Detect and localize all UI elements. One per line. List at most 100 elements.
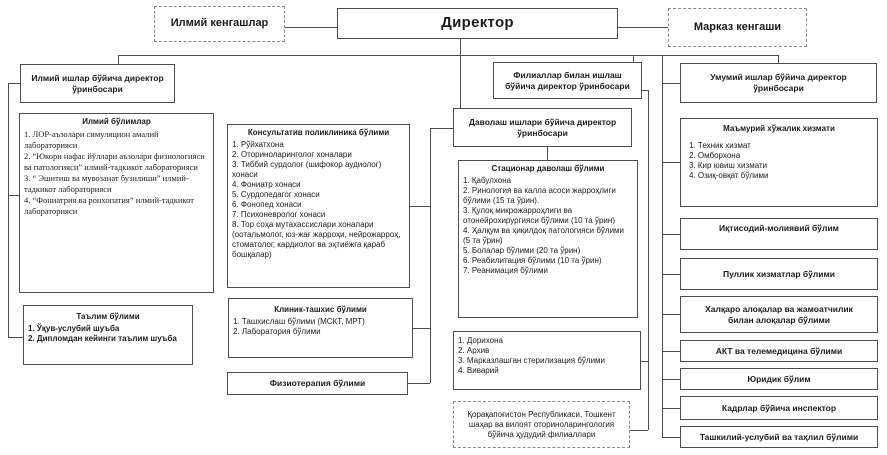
list-item: 1. Қабулхона — [463, 176, 512, 185]
box-hr-inspector: Кадрлар бўйича инспектор — [680, 396, 878, 420]
list-item: 2. Оториноларинголог хоналари — [232, 150, 352, 159]
hr-inspector-label: Кадрлар бўйича инспектор — [721, 402, 837, 413]
connector-council-right — [618, 27, 668, 28]
list-item: 1. Ташхислаш бўлими (МСКТ, МРТ) — [233, 317, 365, 326]
connector-midleft-spine-top — [430, 128, 453, 129]
list-item: 1. Техник хизмат — [689, 141, 751, 150]
connector-inpatient-drop — [547, 147, 548, 160]
list-item: 1. Ўқув-услубий шуъба — [28, 324, 120, 333]
list-item: 1. Дорихона — [458, 336, 503, 345]
connector-tick-organizational — [662, 437, 680, 438]
list-item: 4. Виварий — [458, 366, 499, 375]
box-physiotherapy: Физиотерапия бўлими — [227, 372, 408, 395]
box-scientific-councils: Илмий кенгашлар — [154, 6, 285, 42]
connector-director-down — [460, 39, 461, 108]
box-organizational: Ташкилий-услубий ва таҳлил бўлими — [680, 426, 878, 448]
box-director: Директор — [337, 8, 618, 39]
connector-tick-physio — [408, 383, 430, 384]
list-item: 6. Реабилитация бўлими (10 та ўрин) — [463, 256, 602, 265]
list-item: 7. Психоневролог хонаси — [232, 210, 326, 219]
box-branches-deputy: Филиаллар билан ишлаш бўйича директор ўр… — [493, 62, 642, 99]
list-item: 5. Болалар бўлими (20 та ўрин) — [463, 246, 581, 255]
connector-tick-support — [641, 361, 648, 362]
list-item: 1. ЛОР-аъзолари симуляцион амалий лабора… — [24, 129, 159, 151]
list-item: 7. Реанимация бўлими — [463, 266, 548, 275]
connector-tick-education — [8, 337, 23, 338]
box-regional-branches: Қорақапоғистон Республикаси, Тошкент шаҳ… — [453, 401, 630, 448]
list-item: 2. Дипломдан кейинги таълим шуъба — [28, 334, 177, 343]
treatment-deputy-label: Даволаш ишлари бўйича директор ўринбосар… — [468, 116, 617, 138]
box-support-units: 1. Дорихона 2. Архив 3. Марказлашган сте… — [453, 331, 641, 390]
list-item: 3. Кир ювиш хизмати — [689, 161, 768, 170]
box-left-deputy: Илмий ишлар бўйича директор ўринбосари — [20, 64, 175, 103]
branches-deputy-label: Филиаллар билан ишлаш бўйича директор ўр… — [505, 69, 630, 91]
box-ict: АКТ ва телемедицина бўлими — [680, 340, 878, 362]
list-item: 2. Архив — [458, 346, 490, 355]
connector-tick-regional — [630, 430, 648, 431]
connector-tick-economics — [662, 234, 680, 235]
consultative-title: Консультатив поликлиника бўлими — [247, 128, 390, 137]
scientific-councils-label: Илмий кенгашлар — [170, 17, 269, 30]
regional-branches-label: Қорақапоғистон Республикаси, Тошкент шаҳ… — [467, 409, 616, 439]
education-title: Таълим бўлими — [76, 312, 140, 321]
list-item: 8. Тор соҳа мутахассислари хоналари (оот… — [232, 220, 401, 259]
international-label: Халқаро алоқалар ва жамоатчилик билан ал… — [705, 303, 853, 325]
connector-tick-paid — [662, 274, 680, 275]
connector-drop-right-deputy — [778, 55, 779, 63]
connector-drop-left-deputy — [118, 55, 119, 64]
list-item: 5. Сурдопедагог хонаси — [232, 190, 320, 199]
connector-midleft-spine — [430, 128, 431, 383]
list-item: 2. Ринология ва калла асоси жарроҳлиги б… — [463, 186, 616, 205]
connector-drop-branches-deputy — [633, 55, 634, 62]
left-deputy-label: Илмий ишлар бўйича директор ўринбосари — [31, 72, 164, 94]
list-item: 4. Фониатр хонаси — [232, 180, 301, 189]
list-item: 2. Омборхона — [689, 151, 741, 160]
connector-council-left — [285, 27, 337, 28]
connector-tick-international — [662, 314, 680, 315]
box-scientific-departments: Илмий бўлимлар 1. ЛОР-аъзолари симуляцио… — [19, 113, 214, 293]
connector-tick-consultative — [410, 206, 430, 207]
list-item: 3. “ Эшитиш ва мувозанат бузилиши” илмий… — [24, 173, 189, 195]
connector-tick-administrative — [662, 162, 680, 163]
list-item: 2. Лаборатория бўлими — [233, 327, 321, 336]
center-council-label: Марказ кенгаши — [693, 20, 782, 33]
list-item: 1. Рўйхатхона — [232, 140, 284, 149]
box-administrative: Маъмурий хўжалик хизмати 1. Техник хизма… — [680, 118, 878, 207]
list-item: 4. Озиқ-овқат бўлими — [689, 171, 769, 180]
connector-left-spine-top — [8, 83, 20, 84]
economics-label: Иқтисодий-молиявий бўлим — [719, 223, 839, 233]
connector-midright-spine-top — [642, 90, 648, 91]
connector-right-spine — [662, 55, 663, 437]
connector-tick-right-deputy — [662, 83, 680, 84]
clinical-diagnostics-title: Клиник-ташхис бўлими — [274, 305, 367, 314]
box-legal: Юридик бўлим — [680, 368, 878, 390]
box-clinical-diagnostics: Клиник-ташхис бўлими 1. Ташхислаш бўлими… — [228, 298, 413, 358]
organizational-label: Ташкилий-услубий ва таҳлил бўлими — [699, 431, 859, 442]
list-item: 4. “Фониатрия ва ронхопатия” илмий-тадки… — [24, 195, 194, 217]
list-item: 3. Тиббий сурдолог (шифокор аудиолог) хо… — [232, 160, 382, 179]
connector-tick-legal — [662, 379, 680, 380]
physiotherapy-title: Физиотерапия бўлими — [269, 378, 366, 389]
box-consultative-polyclinic: Консультатив поликлиника бўлими 1. Рўйха… — [227, 124, 410, 288]
connector-distribution — [118, 55, 778, 56]
box-international: Халқаро алоқалар ва жамоатчилик билан ал… — [680, 296, 878, 333]
connector-tick-scientific — [8, 195, 19, 196]
inpatient-title: Стационар даволаш бўлими — [491, 164, 605, 173]
list-item: 3. Марказлашган стерилизация бўлими — [458, 356, 606, 365]
administrative-title: Маъмурий хўжалик хизмати — [723, 124, 835, 133]
legal-label: Юридик бўлим — [747, 373, 811, 384]
connector-tick-hr — [662, 408, 680, 409]
list-item: 4. Ҳалқум ва ҳиқилдоқ патологияси бўлими… — [463, 226, 625, 245]
box-right-deputy: Умумий ишлар бўйича директор ўринбосари — [680, 63, 877, 103]
box-treatment-deputy: Даволаш ишлари бўйича директор ўринбосар… — [453, 108, 632, 147]
box-inpatient: Стационар даволаш бўлими 1. Қабулхона 2.… — [458, 160, 638, 318]
connector-tick-ict — [662, 351, 680, 352]
connector-tick-clinical — [413, 328, 430, 329]
box-paid-services: Пуллик хизматлар бўлими — [680, 258, 878, 290]
ict-label: АКТ ва телемедицина бўлими — [715, 345, 843, 356]
box-education: Таълим бўлими 1. Ўқув-услубий шуъба 2. Д… — [23, 305, 193, 365]
box-center-council: Марказ кенгаши — [668, 8, 807, 47]
box-economics: Иқтисодий-молиявий бўлим — [680, 218, 878, 250]
paid-services-label: Пуллик хизматлар бўлими — [722, 268, 836, 279]
